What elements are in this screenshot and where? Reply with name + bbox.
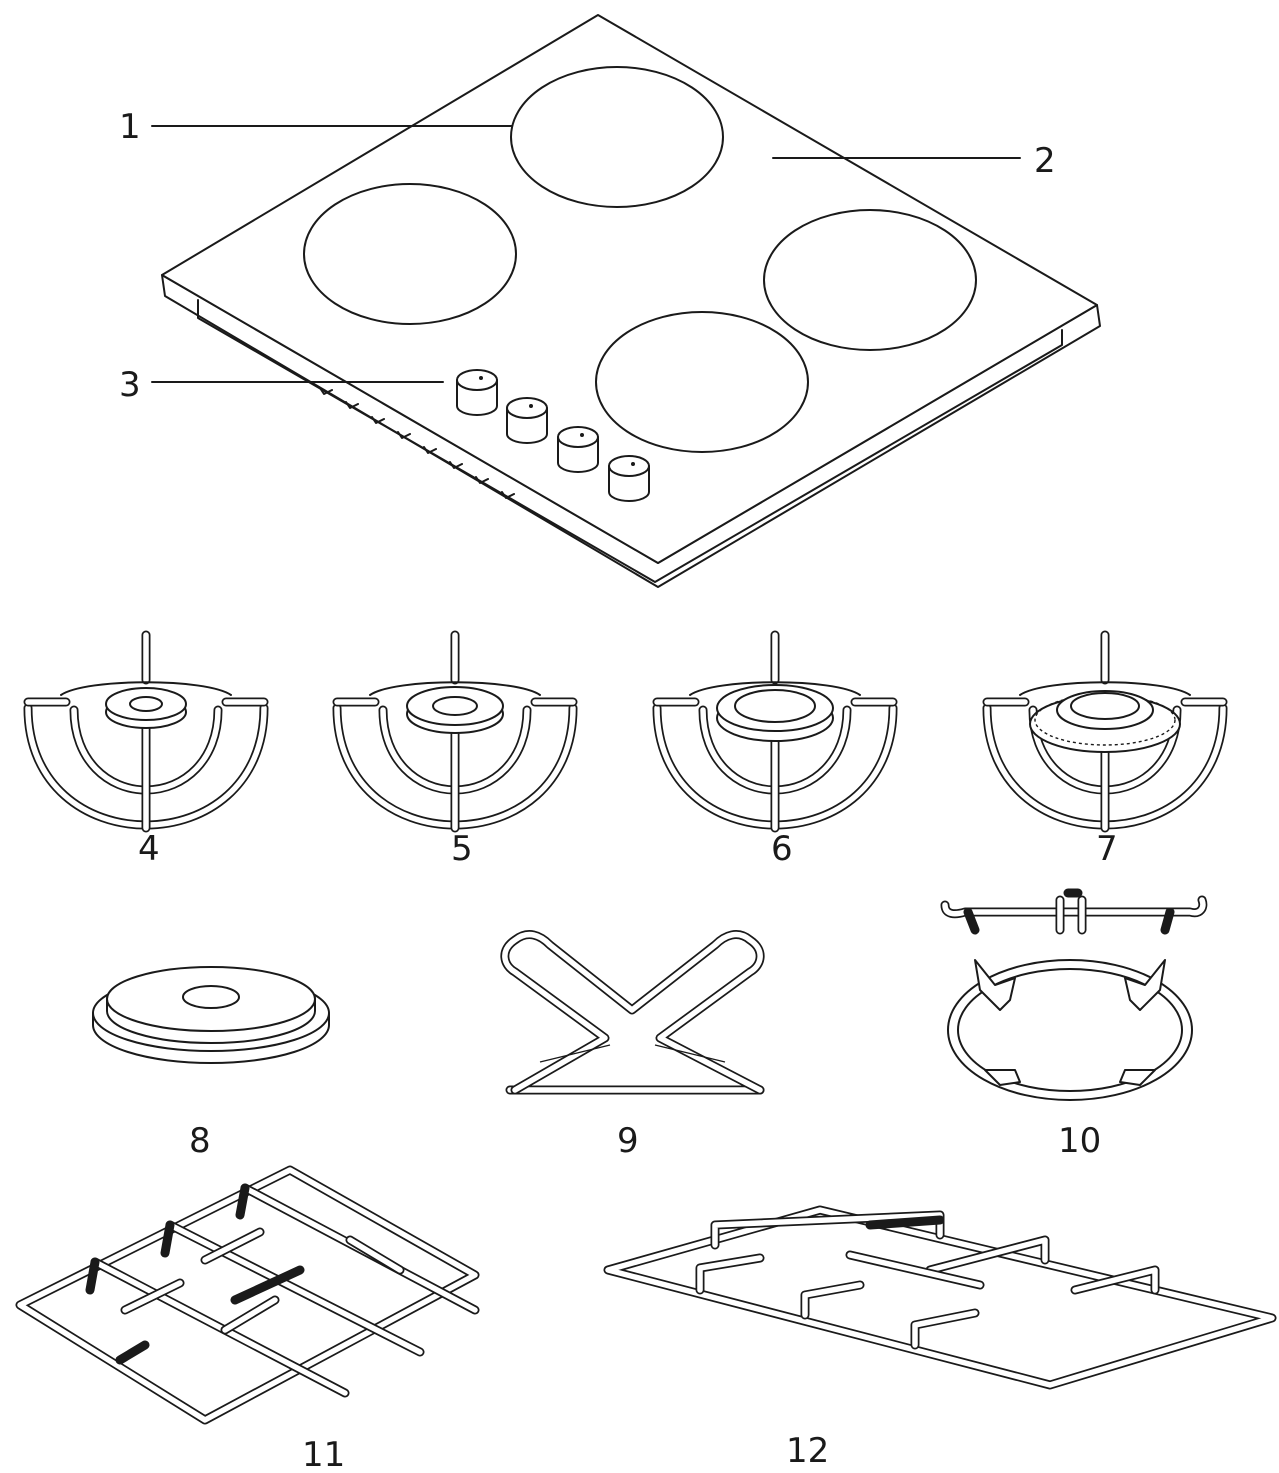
wok-support (940, 888, 1208, 1101)
callout-2: 2 (1034, 141, 1056, 181)
ceramic-hob (161, 14, 1101, 588)
burner-semi-rapid (337, 635, 573, 828)
burner-auxiliary (28, 635, 264, 828)
cooking-zone-left (303, 183, 517, 325)
cooking-zone-rear (510, 66, 724, 208)
callout-3: 3 (119, 365, 141, 405)
pan-support-large (603, 1205, 1277, 1390)
callout-7: 7 (1096, 829, 1118, 869)
pan-support-small (15, 1165, 480, 1425)
cooking-zone-right (763, 209, 977, 351)
wok-reducer-cross (500, 930, 765, 1095)
cooking-zone-front (595, 311, 809, 453)
callout-9: 9 (617, 1121, 639, 1161)
callout-5: 5 (451, 829, 473, 869)
callout-10: 10 (1058, 1121, 1101, 1161)
callout-1: 1 (119, 107, 141, 147)
simmer-plate (92, 966, 330, 1064)
callout-11: 11 (302, 1435, 345, 1473)
callout-8: 8 (189, 1121, 211, 1161)
burner-wok (987, 635, 1223, 828)
burner-rapid (657, 635, 893, 828)
control-knobs (456, 369, 650, 502)
callout-12: 12 (786, 1431, 829, 1471)
callout-4: 4 (138, 829, 160, 869)
callout-6: 6 (771, 829, 793, 869)
